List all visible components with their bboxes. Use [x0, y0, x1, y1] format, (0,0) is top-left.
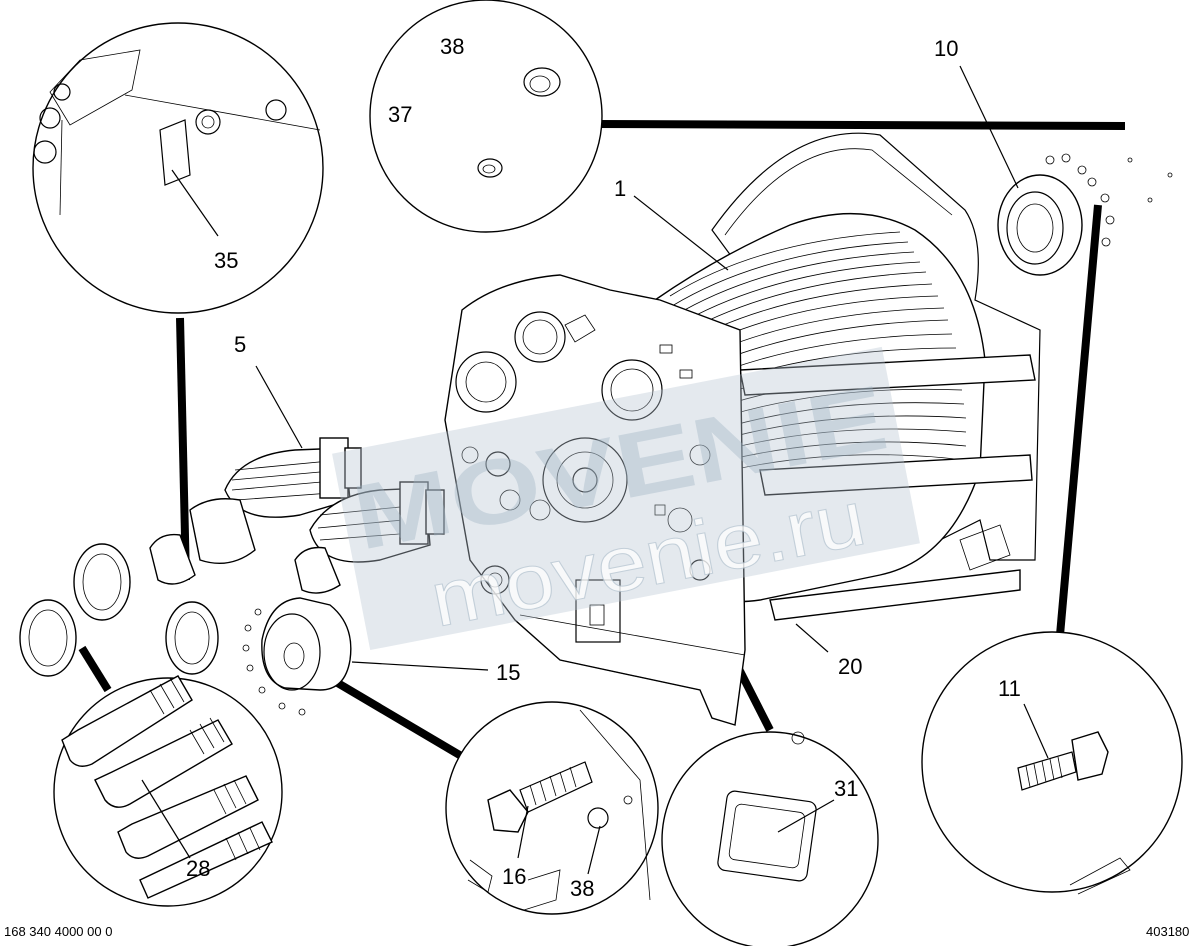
detail-circle-35: [32, 22, 324, 314]
callout-1: 1: [614, 176, 626, 201]
callout-38-top: 38: [440, 34, 464, 59]
drawing-number: 168 340 4000 00 0: [4, 924, 112, 939]
callout-37: 37: [388, 102, 412, 127]
callout-35: 35: [214, 248, 238, 273]
winch-drum-assembly: [444, 132, 1041, 726]
callout-31: 31: [834, 776, 858, 801]
callout-labels: 1 5 10 11 15 16 20 28 31 35 37 38 38: [186, 34, 1021, 901]
callout-11: 11: [998, 676, 1021, 701]
callout-10: 10: [934, 36, 958, 61]
detail-circle-31: [661, 731, 879, 946]
callout-38-bottom: 38: [570, 876, 594, 901]
detail-circle-16-38: [445, 701, 659, 915]
drive-motors-5: [149, 437, 445, 594]
flange-15: [242, 597, 352, 716]
callout-15: 15: [496, 660, 520, 685]
callout-28: 28: [186, 856, 210, 881]
bearing-housing-10: [997, 153, 1173, 276]
callout-5: 5: [234, 332, 246, 357]
detail-circle-11: [921, 631, 1183, 895]
callout-20: 20: [838, 654, 862, 679]
bolt-ring-sets: [19, 543, 219, 677]
detail-circle-37-38: [369, 0, 603, 233]
sheet-code: 403180: [1146, 924, 1189, 939]
detail-circle-28: [53, 675, 283, 907]
callout-16: 16: [502, 864, 526, 889]
